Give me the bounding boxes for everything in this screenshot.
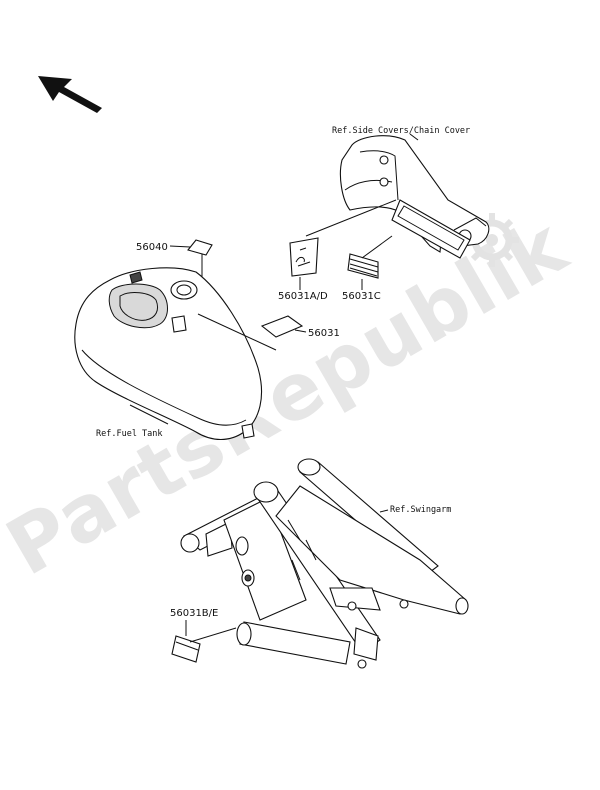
leader-swingarm <box>379 509 389 513</box>
decal-56040 <box>187 239 213 256</box>
decal-56031 <box>260 315 304 338</box>
side-cover-chain-cover <box>339 135 490 259</box>
part-56031ad-label: 56031A/D <box>278 291 328 302</box>
decal-56031ad <box>289 199 397 277</box>
fuel-tank <box>74 267 277 441</box>
leader-side-covers <box>409 133 419 141</box>
direction-arrow-icon <box>38 76 102 113</box>
part-56031c-label: 56031C <box>342 291 381 302</box>
part-56031-label: 56031 <box>308 328 340 339</box>
decal-56031be <box>171 627 237 663</box>
part-56040-label: 56040 <box>136 242 168 253</box>
leader-fuel-tank <box>129 404 169 425</box>
decal-56031c <box>347 235 393 279</box>
ref-side-covers-label: Ref.Side Covers/Chain Cover <box>332 126 470 136</box>
ref-fuel-tank-label: Ref.Fuel Tank <box>96 429 163 439</box>
ref-swingarm-label: Ref.Swingarm <box>390 505 451 515</box>
swingarm <box>180 458 469 669</box>
part-56031be-label: 56031B/E <box>170 608 218 619</box>
